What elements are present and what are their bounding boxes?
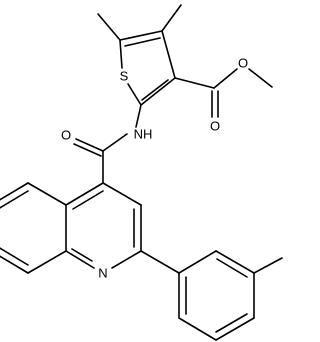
atom-label-ester-carbonyl-oxygen: O [210,119,220,134]
methyl-ester-group [174,68,273,118]
bond-ar-c1-c2 [178,250,217,274]
bond-c2-s [127,83,142,106]
bond-nh-carbonyl [102,133,128,152]
bond-q-c4a-c4-double [72,190,104,210]
bond-ar-c5-c6 [178,317,217,341]
bond-carbonyl-ester-o [213,68,238,89]
bond-c3-c2-double [141,79,169,101]
atom-label-ester-oxygen: O [238,56,248,71]
bond-c4-c3 [161,30,176,79]
bond-q-n-c8a-double [71,248,93,262]
bond-ar-methyl [253,257,283,274]
atom-label-quinoline-nitrogen: N [98,266,107,281]
bond-c5-c4 [119,30,163,41]
bond-q-c5-c6 [0,182,29,201]
bond-ar-c4-c5-double [215,313,248,333]
atom-label-amide-oxygen: O [61,128,71,143]
bond-q-c7-c8-double [0,247,29,266]
tolyl-ring [140,250,283,341]
bond-s-c5 [119,39,123,69]
atom-label-amide-nh: NH [134,127,153,142]
amide-group [73,104,142,184]
bond-c3-c2 [140,77,176,106]
bond-c3-carbonyl [174,77,215,89]
bond-c5-c4-double [124,37,161,47]
bond-ester-o-methyl [248,68,273,88]
bond-ar-c2-c3-double [216,258,248,278]
bond-q-c2-n [111,250,142,269]
atom-label-sulfur: S [120,69,129,84]
bond-q-c5-c6-double [0,190,29,209]
bond-q-c2-aryl [140,250,180,274]
bond-q-c7-c8 [0,255,29,274]
bond-q-c4-c3 [102,182,142,206]
bond-c4-methyl [161,4,182,32]
bond-q-n-c8a [65,250,95,269]
bond-amide-o-double-a [75,138,104,152]
bond-c5-methyl [97,13,121,41]
bond-ar-c2-c3 [215,250,255,274]
bond-ar-c4-c5 [215,317,255,341]
bond-q-c8-c8a [27,250,67,274]
bond-amide-o-double-b [73,143,102,157]
bond-q-c4a-c5 [27,182,67,206]
bond-q-c4a-c4 [65,182,104,206]
molecule-structure: S O O NH O N [0,4,283,341]
thiophene-ring [119,30,176,106]
quinoline-ring-system [0,182,142,274]
bond-c2-nh [135,104,142,128]
